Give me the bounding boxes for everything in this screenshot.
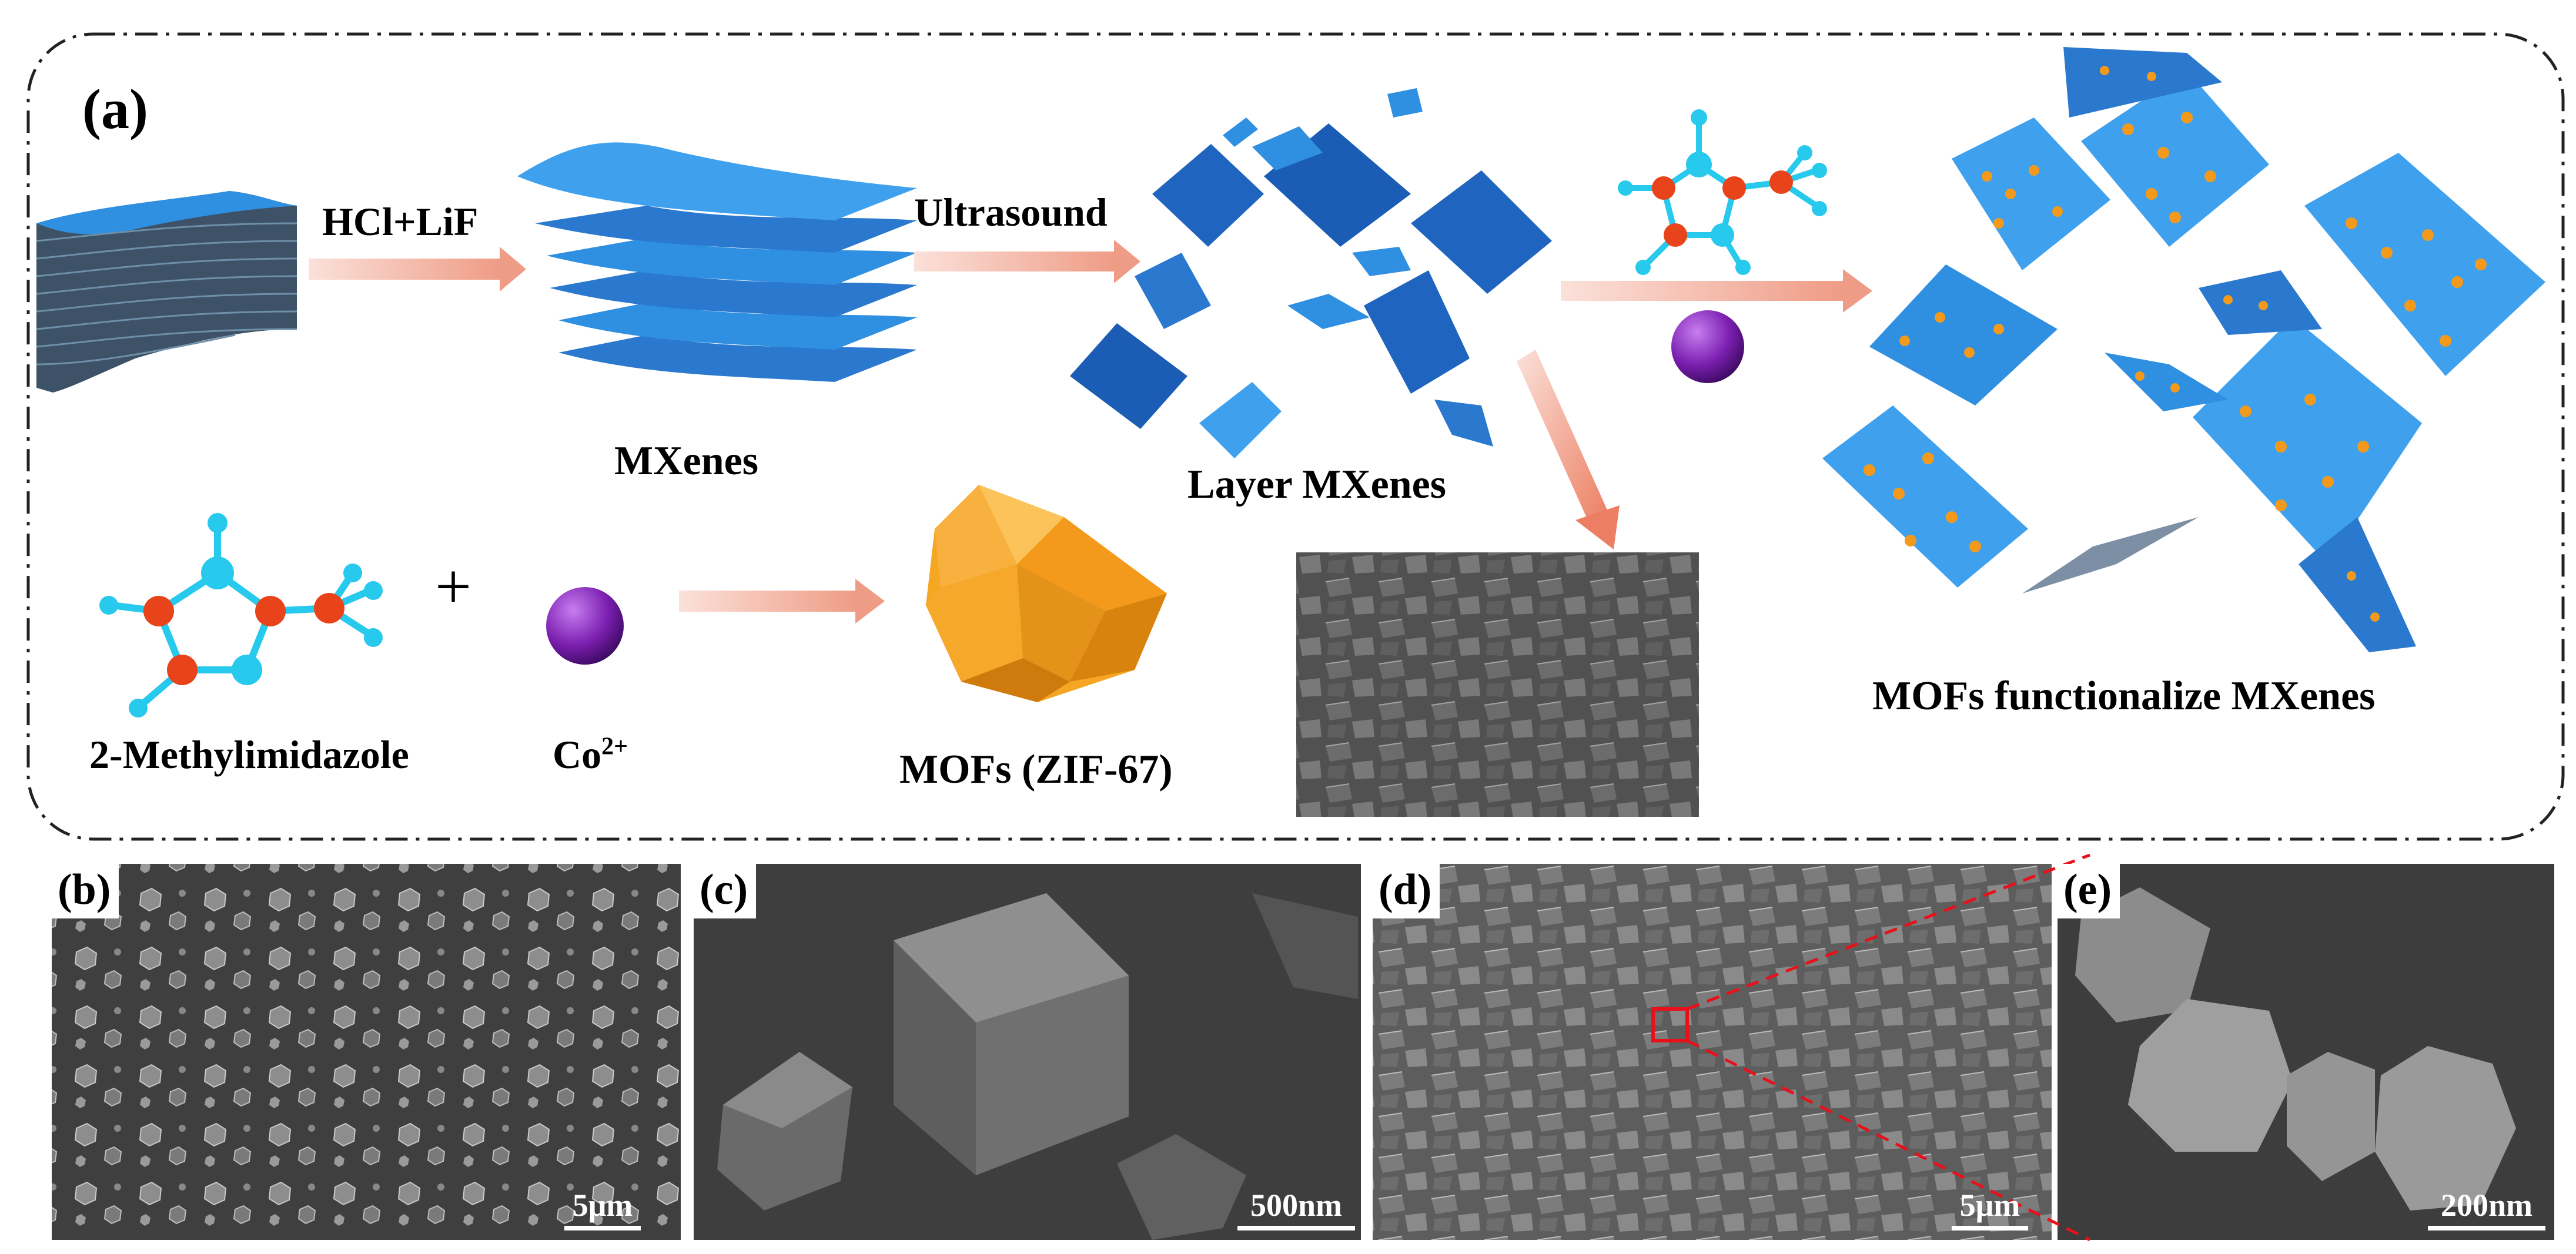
panel-label-e: (e)	[2058, 864, 2120, 918]
scale-bar-b: 5μm	[564, 1187, 641, 1230]
layer-mxenes-label: Layer MXenes	[1187, 462, 1446, 507]
sem-panel-e	[2058, 864, 2554, 1240]
mxenes-label: MXenes	[614, 438, 758, 484]
panel-a-frame	[26, 32, 2565, 841]
scale-bar-d: 5μm	[1952, 1187, 2028, 1230]
arrow-functionalize	[1561, 269, 1872, 313]
scale-bar-c-label: 500nm	[1250, 1188, 1342, 1223]
scale-bar-b-line	[564, 1226, 641, 1230]
scale-bar-e-label: 200nm	[2440, 1188, 2532, 1223]
small-cobalt-ion	[1671, 310, 1744, 383]
scale-bar-e-line	[2428, 1226, 2545, 1230]
scale-bar-e: 200nm	[2428, 1187, 2545, 1230]
cobalt-ion	[546, 587, 624, 665]
composite-label: MOFs functionalize MXenes	[1872, 673, 2376, 719]
cobalt-symbol: Co	[553, 732, 602, 777]
ligand-label: 2-Methylimidazole	[89, 732, 409, 777]
methylimidazole-molecule	[99, 513, 383, 717]
bulk-max-block	[36, 191, 297, 393]
scale-bar-d-line	[1952, 1226, 2028, 1230]
arrow-to-sem	[1517, 350, 1620, 549]
arrow-synthesis	[679, 579, 885, 623]
zif67-polyhedron	[926, 485, 1167, 702]
plus-sign: +	[435, 551, 472, 622]
sem-panel-b	[52, 864, 681, 1240]
panel-label-b: (b)	[52, 864, 119, 918]
cobalt-charge: 2+	[601, 733, 628, 760]
sem-panel-c	[694, 864, 1361, 1240]
arrow-sonicate	[914, 240, 1140, 283]
panel-label-d: (d)	[1373, 864, 1440, 918]
step-sonicate-label: Ultrasound	[914, 190, 1108, 234]
panel-label-c: (c)	[694, 864, 757, 918]
mxene-stack	[517, 142, 917, 382]
arrow-etch	[309, 247, 526, 291]
cobalt-label: Co2+	[553, 732, 628, 778]
mofs-label: MOFs (ZIF-67)	[899, 747, 1173, 792]
panel-label-a: (a)	[82, 78, 148, 140]
scale-bar-c: 500nm	[1237, 1187, 1355, 1230]
sem-layer-mxene-image	[1296, 552, 1699, 817]
scale-bar-d-label: 5μm	[1959, 1188, 2020, 1223]
scale-bar-c-line	[1237, 1226, 1355, 1230]
small-methylimidazole-molecule	[1618, 109, 1827, 275]
zoom-box	[1651, 1007, 1689, 1042]
scale-bar-b-label: 5μm	[572, 1188, 633, 1223]
zoom-guide-lines	[1686, 853, 2091, 1242]
layer-mxenes-sheets	[1070, 88, 1552, 458]
mof-mxene-composite	[1822, 47, 2545, 652]
step-etch-label: HCl+LiF	[322, 199, 479, 244]
